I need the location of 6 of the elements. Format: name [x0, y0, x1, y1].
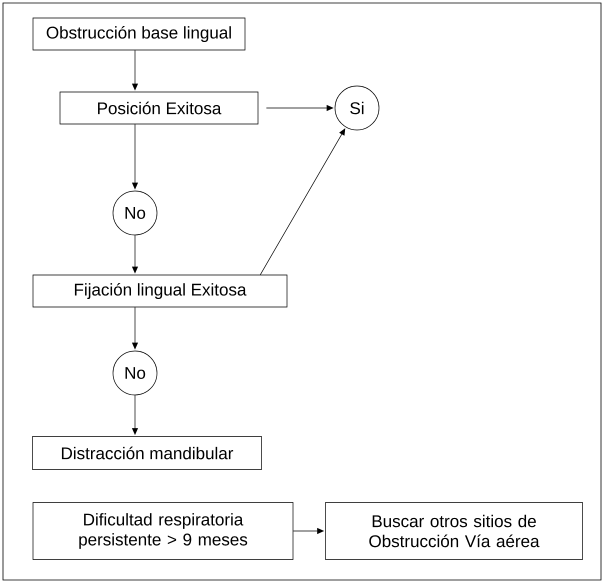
process-box: Obstrucción base lingual: [32, 18, 246, 50]
process-box: Posición Exitosa: [60, 92, 258, 124]
process-box: Distracción mandibular: [32, 436, 262, 470]
process-box: Buscar otros sitios de Obstrucción Vía aérea: [325, 502, 583, 560]
process-box: Dificultad respiratoria persistente > 9 meses: [32, 502, 294, 560]
process-box: Fijación lingual Exitosa: [32, 274, 288, 308]
